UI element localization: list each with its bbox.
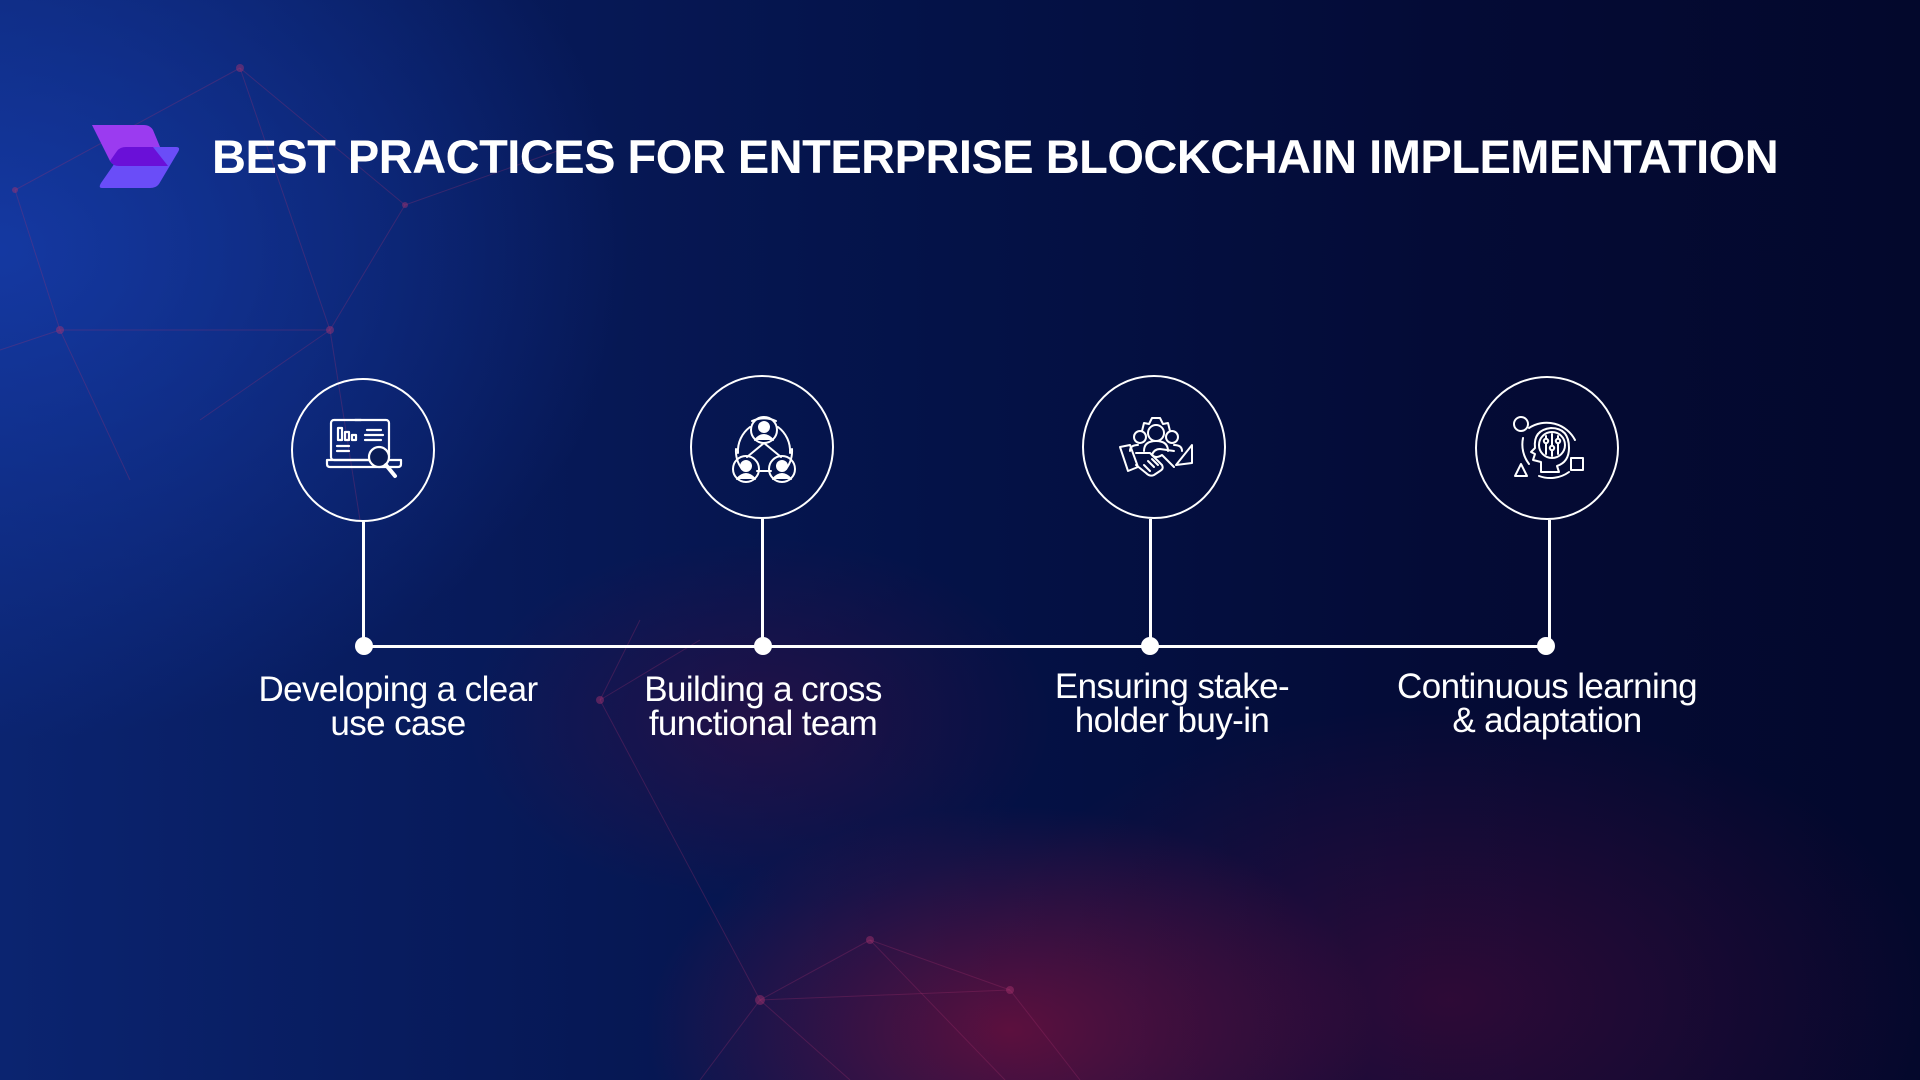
- laptop-analytics-search-icon: [325, 418, 403, 478]
- step-4-circle[interactable]: [1475, 376, 1619, 520]
- head-learning-shapes-icon: [1513, 416, 1584, 479]
- chevron-logo-icon: [92, 125, 180, 188]
- team-network-icon: [732, 416, 796, 483]
- step-1-circle[interactable]: [291, 378, 435, 522]
- handshake-team-gear-icon: [1119, 417, 1193, 477]
- page-title: BEST PRACTICES FOR ENTERPRISE BLOCKCHAIN…: [212, 130, 1779, 183]
- step-3-circle[interactable]: [1082, 375, 1226, 519]
- step-2-circle[interactable]: [690, 375, 834, 519]
